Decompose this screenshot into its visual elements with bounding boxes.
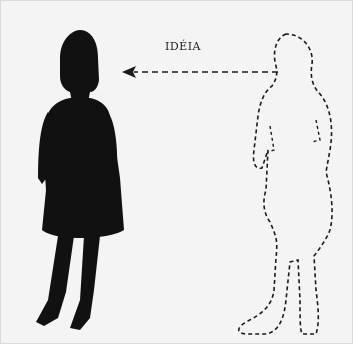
arrow-head-icon [122,66,136,78]
idea-label: IDÉIA [165,40,201,53]
dashed-outline-detail [268,120,320,152]
dashed-woman-outline [239,34,332,334]
solid-woman-silhouette [36,30,124,330]
dashed-arrow [122,66,278,78]
